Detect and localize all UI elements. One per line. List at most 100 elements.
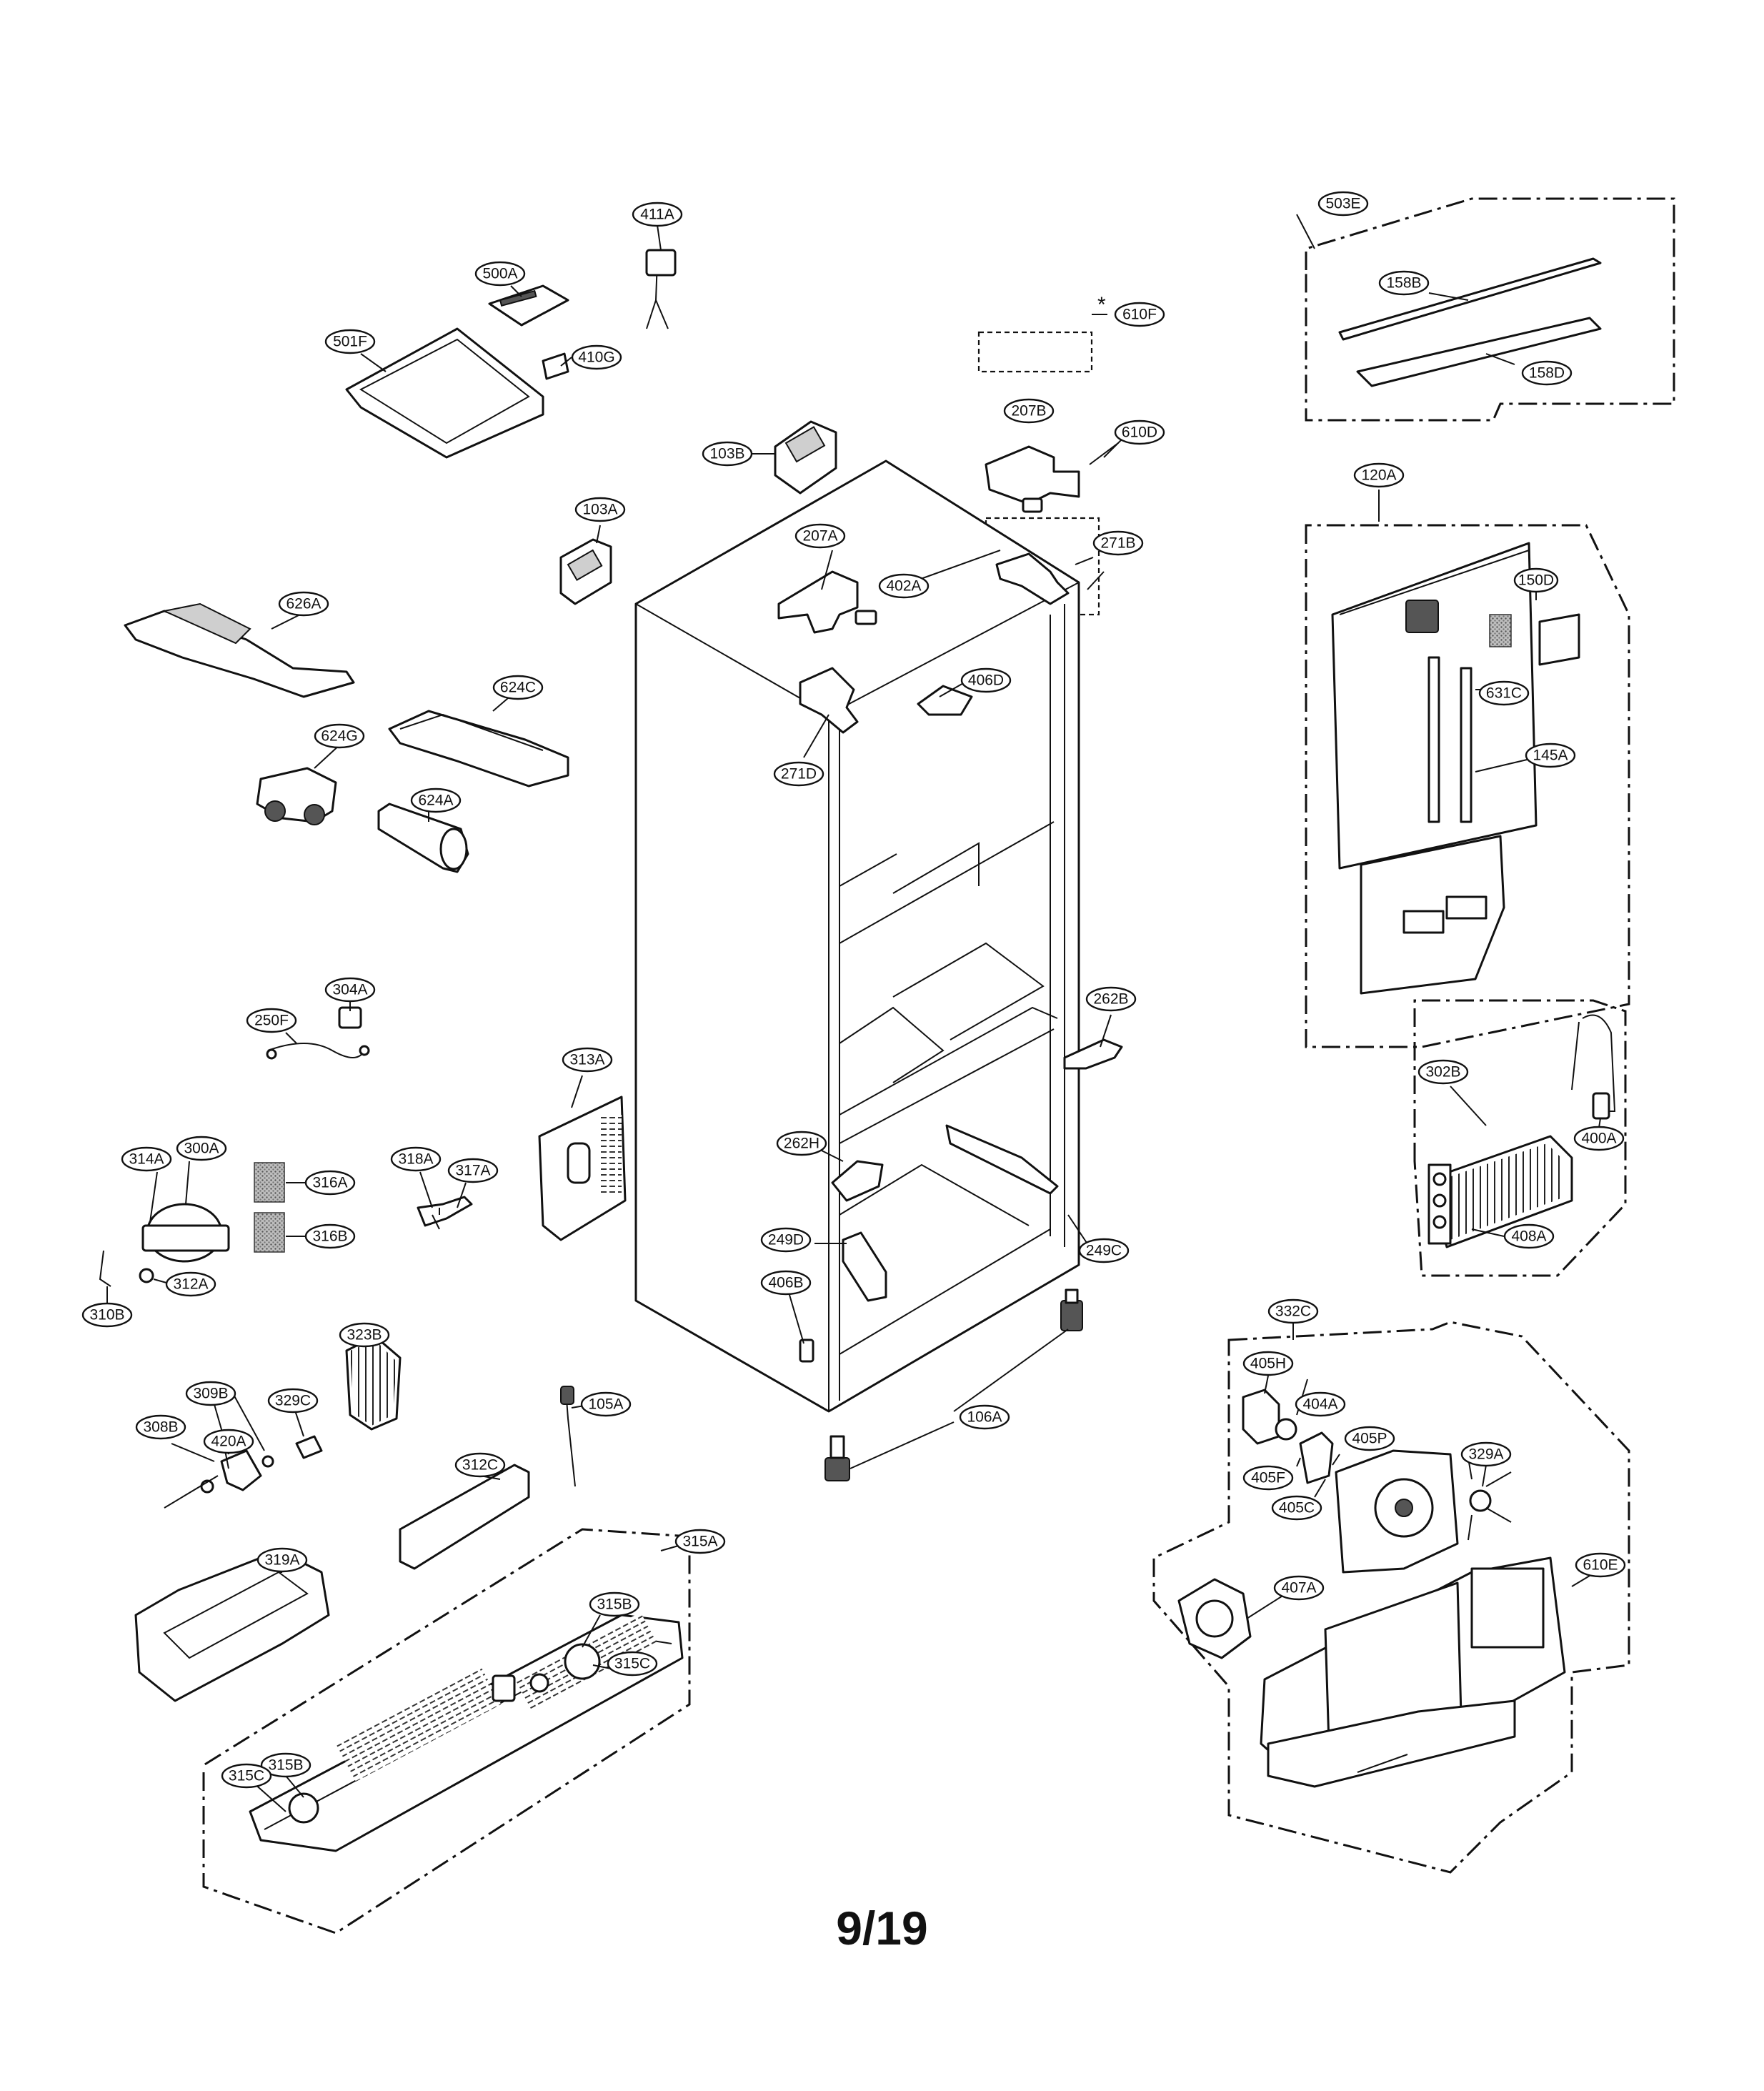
- label-103A: 103A: [574, 497, 626, 522]
- label-315A: 315A: [674, 1529, 726, 1554]
- svg-text:404A: 404A: [1302, 1396, 1337, 1413]
- label-271B: 271B: [1092, 530, 1144, 556]
- svg-text:402A: 402A: [886, 578, 921, 595]
- svg-text:400A: 400A: [1581, 1131, 1616, 1147]
- label-624G: 624G: [314, 723, 365, 749]
- label-249D: 249D: [760, 1227, 812, 1253]
- hinges: [777, 445, 1123, 1363]
- label-250F: 250F: [246, 1008, 297, 1033]
- svg-text:319A: 319A: [264, 1552, 299, 1569]
- svg-text:500A: 500A: [482, 266, 517, 282]
- svg-text:624C: 624C: [500, 680, 536, 696]
- label-158B: 158B: [1378, 270, 1430, 296]
- svg-text:207B: 207B: [1011, 403, 1046, 419]
- svg-text:312A: 312A: [173, 1276, 208, 1293]
- label-631C: 631C: [1478, 680, 1530, 706]
- label-500A: 500A: [474, 261, 526, 287]
- label-315C: 315C: [607, 1651, 658, 1677]
- label-103B: 103B: [702, 441, 753, 467]
- top-left-parts: [345, 249, 837, 605]
- svg-text:315B: 315B: [597, 1596, 632, 1613]
- label-405P: 405P: [1344, 1426, 1395, 1451]
- label-145A: 145A: [1525, 742, 1576, 768]
- svg-text:329A: 329A: [1468, 1446, 1503, 1463]
- svg-text:207A: 207A: [802, 528, 837, 545]
- label-249C: 249C: [1078, 1238, 1130, 1263]
- label-312A: 312A: [165, 1271, 216, 1297]
- label-313A: 313A: [562, 1047, 613, 1073]
- label-329C: 329C: [267, 1388, 319, 1414]
- svg-text:405F: 405F: [1251, 1470, 1285, 1486]
- svg-text:411A: 411A: [640, 207, 674, 223]
- label-503E: 503E: [1317, 191, 1369, 217]
- label-106A: 106A: [959, 1404, 1010, 1430]
- svg-text:631C: 631C: [1486, 685, 1522, 702]
- front-panel-parts: [1331, 257, 1602, 995]
- svg-text:249C: 249C: [1086, 1243, 1122, 1259]
- svg-text:308B: 308B: [143, 1419, 178, 1436]
- label-308B: 308B: [135, 1414, 186, 1440]
- label-406D: 406D: [960, 667, 1012, 693]
- svg-text:624A: 624A: [418, 793, 453, 809]
- label-105A: 105A: [580, 1391, 632, 1417]
- svg-text:501F: 501F: [333, 334, 367, 350]
- svg-text:405C: 405C: [1279, 1500, 1315, 1516]
- svg-text:312C: 312C: [462, 1457, 498, 1474]
- svg-text:318A: 318A: [398, 1151, 433, 1168]
- svg-text:406B: 406B: [768, 1275, 803, 1291]
- label-624A: 624A: [410, 788, 462, 813]
- label-501F: 501F: [324, 329, 376, 354]
- label-626A: 626A: [278, 591, 329, 617]
- label-323B: 323B: [339, 1322, 390, 1348]
- svg-text:150D: 150D: [1518, 572, 1554, 589]
- label-304A: 304A: [324, 977, 376, 1003]
- svg-text:626A: 626A: [286, 596, 321, 612]
- ice-maker-parts: [124, 602, 569, 873]
- svg-text:106A: 106A: [967, 1409, 1002, 1426]
- left-mid-parts: [99, 1006, 627, 1287]
- label-420A: 420A: [203, 1429, 254, 1454]
- svg-text:610F: 610F: [1122, 307, 1157, 323]
- svg-text:262B: 262B: [1093, 991, 1128, 1008]
- label-410G: 410G: [571, 344, 622, 370]
- label-329A: 329A: [1460, 1441, 1512, 1467]
- svg-text:624G: 624G: [321, 728, 357, 745]
- svg-text:315A: 315A: [682, 1534, 717, 1550]
- svg-text:158D: 158D: [1529, 365, 1565, 382]
- label-315B: 315B: [589, 1591, 640, 1617]
- page-number: 9/19: [836, 1902, 928, 1955]
- label-405H: 405H: [1242, 1351, 1294, 1376]
- svg-text:314A: 314A: [129, 1151, 164, 1168]
- fan-assembly: [1177, 1389, 1566, 1788]
- label-316A: 316A: [304, 1170, 356, 1196]
- base-plate: [249, 1612, 684, 1852]
- svg-text:317A: 317A: [455, 1163, 490, 1179]
- svg-text:103A: 103A: [582, 502, 617, 518]
- svg-text:315C: 315C: [614, 1656, 650, 1672]
- label-402A: 402A: [878, 573, 930, 599]
- label-300A: 300A: [176, 1136, 227, 1161]
- label-314A: 314A: [121, 1146, 172, 1172]
- group-outlines: [202, 197, 1675, 1934]
- svg-text:313A: 313A: [569, 1052, 604, 1068]
- label-207B: 207B: [1003, 398, 1055, 424]
- label-262H: 262H: [776, 1131, 827, 1156]
- label-624C: 624C: [492, 675, 544, 700]
- label-312C: 312C: [454, 1452, 506, 1478]
- label-610F: 610F: [1114, 302, 1165, 327]
- label-271D: 271D: [773, 761, 824, 787]
- label-400A: 400A: [1573, 1126, 1625, 1151]
- label-319A: 319A: [256, 1547, 308, 1573]
- label-411A: 411A: [632, 202, 683, 227]
- svg-text:503E: 503E: [1325, 196, 1360, 212]
- label-405C: 405C: [1271, 1495, 1322, 1521]
- label-262B: 262B: [1085, 986, 1137, 1012]
- svg-text:105A: 105A: [588, 1396, 623, 1413]
- svg-text:408A: 408A: [1511, 1228, 1546, 1245]
- label-310B: 310B: [81, 1302, 133, 1328]
- label-158D: 158D: [1521, 360, 1573, 386]
- label-408A: 408A: [1503, 1223, 1555, 1249]
- svg-text:610D: 610D: [1122, 424, 1157, 441]
- svg-text:249D: 249D: [768, 1232, 804, 1248]
- svg-text:309B: 309B: [193, 1386, 228, 1402]
